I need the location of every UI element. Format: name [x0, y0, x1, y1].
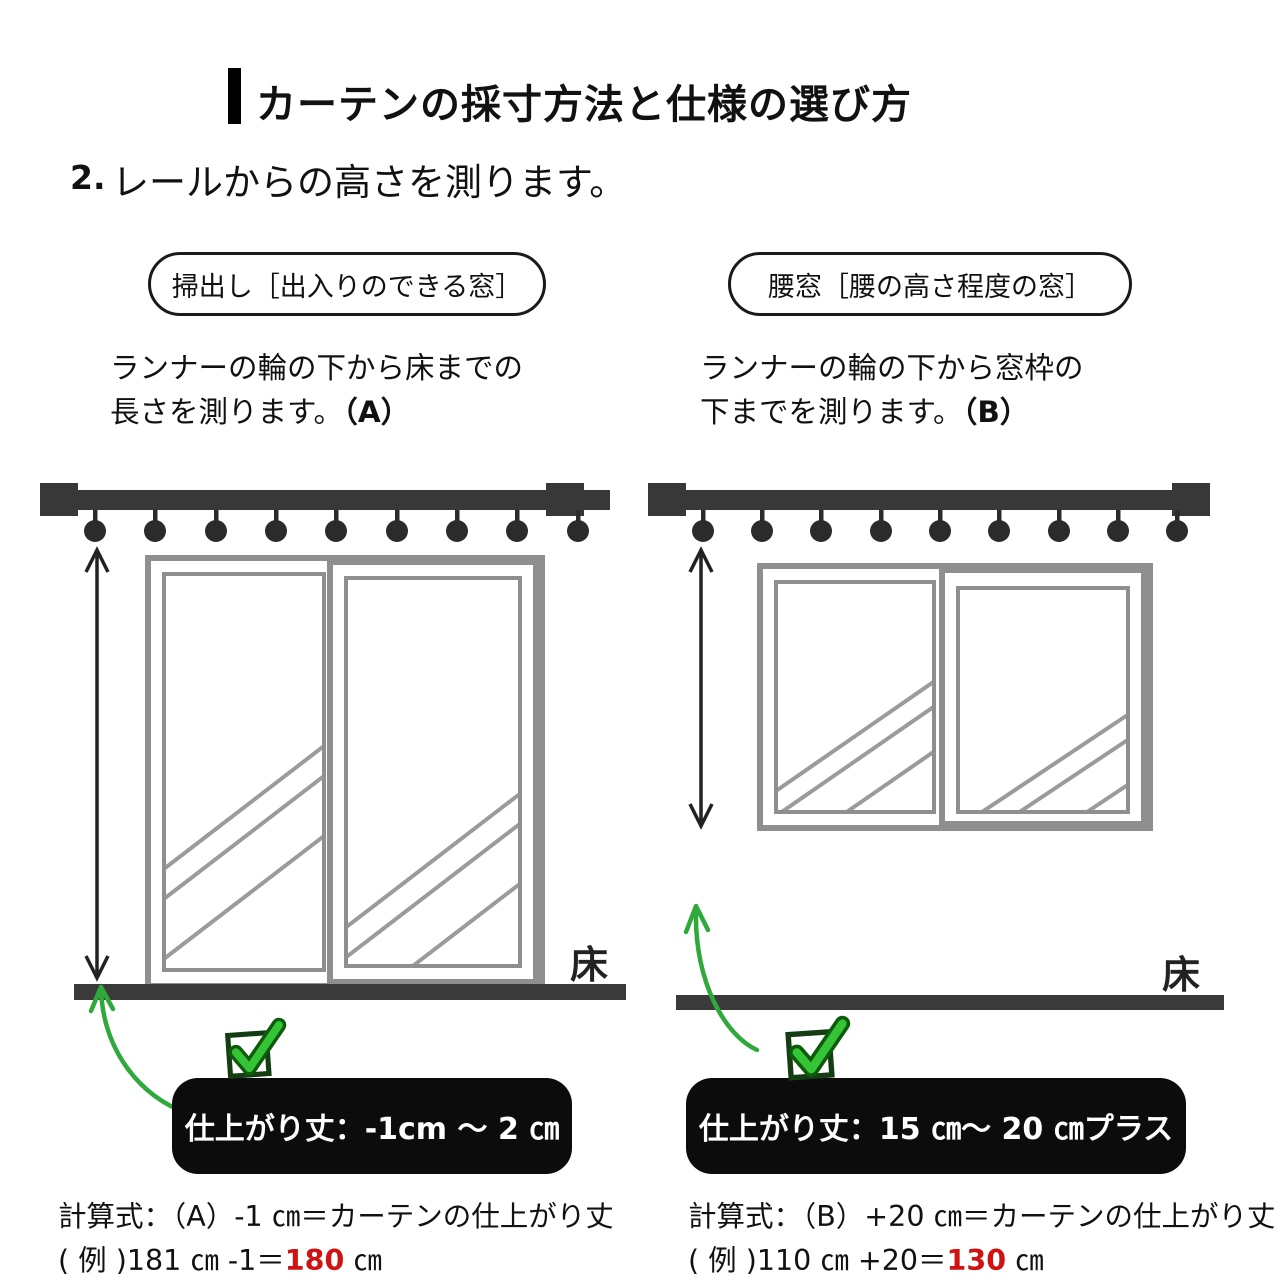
window-type-pill-hakidashi: 掃出し［出入りのできる窓］ [148, 252, 546, 316]
floor-line [676, 995, 1224, 1010]
measure-ref-a: （A） [343, 395, 411, 430]
checkmark-icon [780, 1014, 852, 1086]
example-text: ( 例 )181 ㎝ -1＝ [58, 1244, 285, 1277]
rail-runners [84, 510, 589, 542]
example-result-value: 180 [284, 1244, 345, 1277]
hakidashi-illustration: 床 [40, 483, 626, 1000]
example-unit: ㎝ [344, 1244, 382, 1277]
green-pointer-arrow-right [678, 888, 783, 1060]
example-koshimado: ( 例 )110 ㎝ +20＝130 ㎝ [688, 1238, 1044, 1279]
description-line: 長さを測ります。 [110, 395, 344, 430]
example-hakidashi: ( 例 )181 ㎝ -1＝180 ㎝ [58, 1238, 382, 1279]
checkmark-icon [220, 1016, 288, 1084]
rail-runners [692, 510, 1188, 542]
finished-length-badge-hakidashi: 仕上がり丈：-1cm ～ 2 ㎝ [172, 1078, 572, 1174]
finished-length-badge-koshimado: 仕上がり丈：15 ㎝～ 20 ㎝プラス [686, 1078, 1186, 1174]
example-result-value: 130 [946, 1244, 1007, 1277]
title-accent-bar [228, 68, 241, 124]
step-heading: レールからの高さを測ります。 [112, 161, 627, 204]
diagram-hakidashi-window: 床 [40, 478, 640, 1023]
curtain-rail [40, 483, 610, 516]
formula-hakidashi: 計算式：（A）-1 ㎝＝カーテンの仕上がり丈 [58, 1200, 614, 1233]
koshimado-illustration: 床 [648, 483, 1224, 1010]
window-type-pill-koshimado: 腰窓［腰の高さ程度の窓］ [728, 252, 1132, 316]
badge-label: 仕上がり丈：15 ㎝～ 20 ㎝プラス [698, 1112, 1174, 1147]
formula-koshimado: 計算式：（B）+20 ㎝＝カーテンの仕上がり丈 [688, 1200, 1276, 1233]
description-hakidashi: ランナーの輪の下から床までの長さを測ります。（A） [110, 346, 523, 435]
measure-arrow-a [84, 546, 110, 982]
step-number: 2. [70, 158, 106, 197]
glass-reflection-lines [778, 680, 1126, 810]
floor-line [74, 984, 626, 1000]
curtain-rail [648, 483, 1210, 516]
example-text: ( 例 )110 ㎝ +20＝ [688, 1244, 947, 1277]
diagram-koshimado-window: 床 [648, 478, 1240, 1023]
page-title: カーテンの採寸方法と仕様の選び方 [256, 82, 912, 128]
pill-label-koshimado: 腰窓［腰の高さ程度の窓］ [768, 271, 1092, 303]
floor-label: 床 [570, 943, 608, 987]
window-frame [145, 555, 545, 989]
glass-reflection-lines [166, 745, 518, 964]
example-unit: ㎝ [1006, 1244, 1044, 1277]
description-line: ランナーの輪の下から床までの [110, 351, 524, 385]
measure-ref-b: （B） [962, 395, 1030, 430]
pill-label-hakidashi: 掃出し［出入りのできる窓］ [171, 271, 523, 303]
description-koshimado: ランナーの輪の下から窓枠の下までを測ります。（B） [700, 346, 1084, 435]
badge-label: 仕上がり丈：-1cm ～ 2 ㎝ [184, 1112, 560, 1147]
floor-label: 床 [1162, 953, 1200, 997]
description-line: 下までを測ります。 [700, 395, 963, 430]
green-pointer-arrow-left [85, 965, 205, 1120]
description-line: ランナーの輪の下から窓枠の [700, 351, 1084, 385]
measure-arrow-b [688, 546, 714, 830]
